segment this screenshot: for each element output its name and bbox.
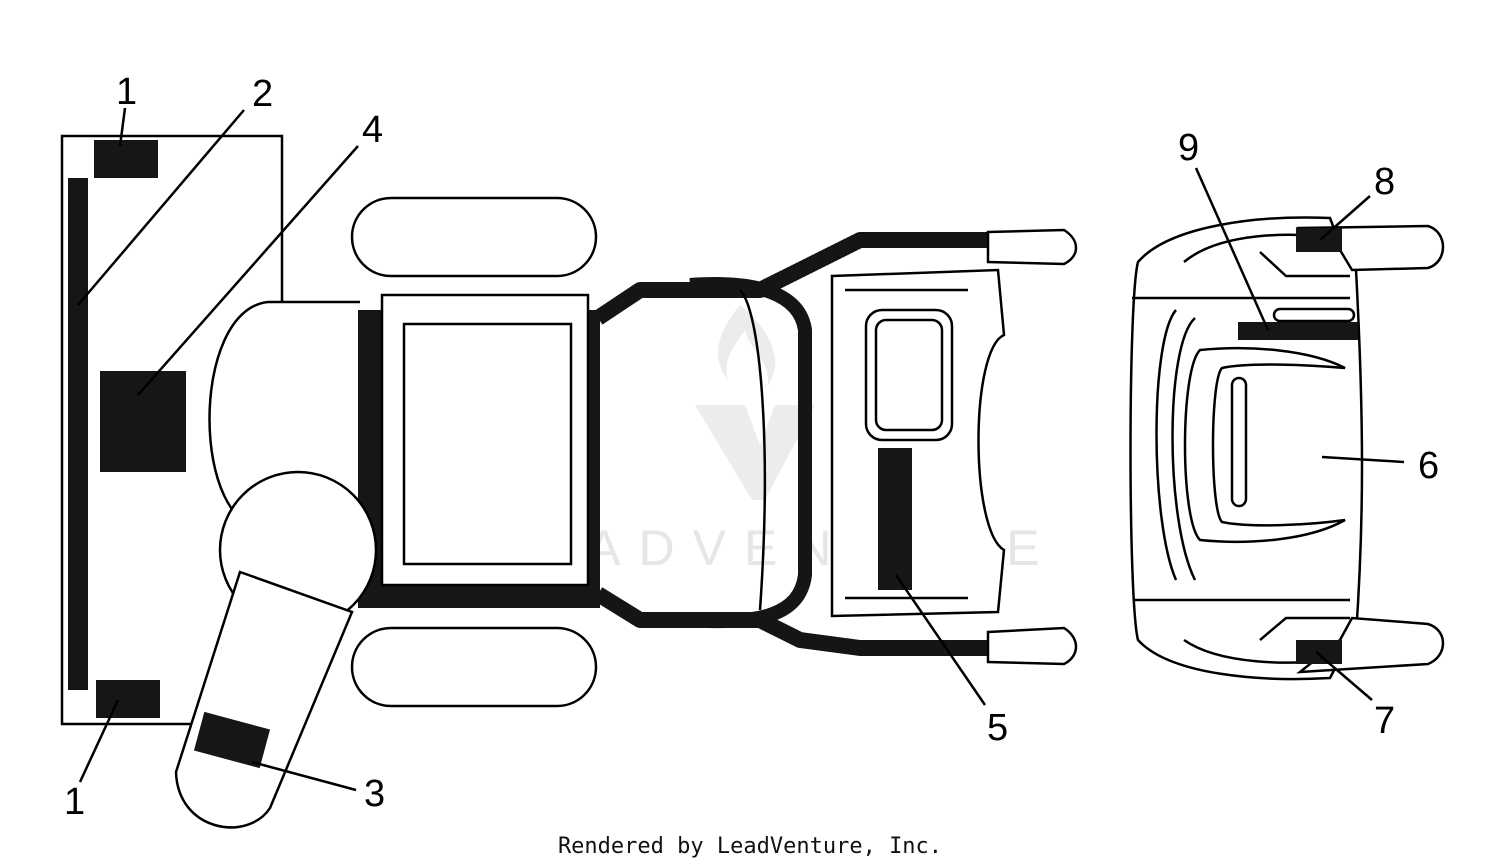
leader-9 — [1194, 167, 1270, 331]
decal-5 — [878, 448, 912, 590]
discharge-chute — [174, 570, 354, 829]
decal-1-top — [94, 140, 158, 178]
rear-bracket-upper — [1259, 251, 1350, 278]
decal-7 — [1296, 640, 1342, 664]
handle-loop — [689, 277, 812, 629]
leader-4 — [137, 145, 359, 396]
rear-side-curve-inner — [1171, 317, 1197, 581]
callout-6: 6 — [1418, 445, 1439, 487]
leader-1-top — [118, 107, 127, 147]
callout-1-top: 1 — [116, 71, 137, 113]
machine-top-view — [60, 134, 1078, 829]
dash-window-inner — [874, 318, 944, 432]
leader-6 — [1321, 455, 1405, 464]
handle-edge — [739, 289, 767, 611]
frame-bar-bottom — [382, 584, 596, 608]
grip-upper — [986, 228, 1078, 266]
callout-2: 2 — [252, 73, 273, 115]
leader-2 — [77, 109, 245, 306]
decal-8 — [1296, 228, 1342, 252]
rear-view — [1129, 216, 1445, 681]
callout-3: 3 — [364, 773, 385, 815]
callout-1-bottom: 1 — [64, 781, 85, 823]
rear-guard — [1183, 346, 1346, 544]
callout-8: 8 — [1374, 161, 1395, 203]
callout-5: 5 — [987, 707, 1008, 749]
hood-panel — [402, 322, 573, 566]
leader-7 — [1315, 651, 1373, 701]
handle-arm-lower — [593, 587, 990, 656]
callout-9: 9 — [1178, 127, 1199, 169]
watermark-logo-icon — [695, 305, 815, 500]
leader-1-bottom — [78, 699, 120, 783]
callouts: 1 2 4 1 3 5 6 7 8 9 — [64, 71, 1439, 823]
callout-4: 4 — [362, 109, 383, 151]
rear-slot-vertical — [1230, 376, 1248, 508]
leader-lines — [77, 107, 1405, 792]
rear-slot — [1272, 307, 1356, 323]
decal-1-bottom — [96, 680, 160, 718]
tire-lower — [350, 626, 598, 708]
decal-9 — [1238, 322, 1358, 340]
leader-8 — [1319, 195, 1371, 241]
leader-5 — [894, 574, 987, 706]
frame-bar-right — [588, 310, 600, 608]
rear-bracket-lower — [1259, 616, 1350, 641]
handle-arm-upper — [593, 232, 990, 325]
rear-side-curve — [1155, 309, 1178, 581]
grip-lower — [986, 626, 1078, 666]
render-credit: Rendered by LeadVenture, Inc. — [558, 834, 942, 859]
decal-4 — [100, 371, 186, 472]
callout-7: 7 — [1374, 700, 1395, 742]
decal-2-strip — [68, 178, 88, 690]
decal-3 — [193, 711, 271, 769]
tire-upper — [350, 196, 598, 278]
leader-3 — [251, 760, 357, 792]
